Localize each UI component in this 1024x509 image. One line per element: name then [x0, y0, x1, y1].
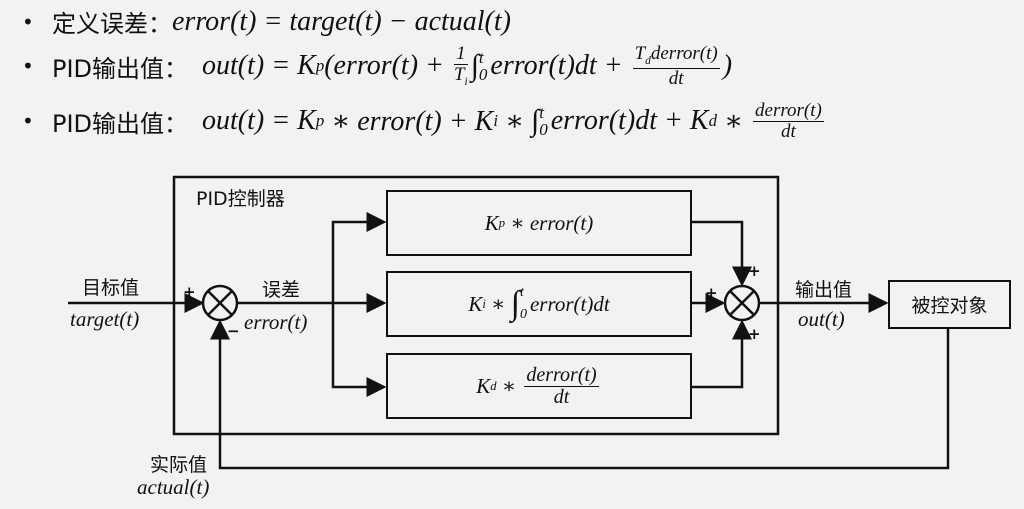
expr-part: error(t)dt [529, 291, 610, 316]
frac-den: dt [668, 67, 684, 89]
expr-sub: d [645, 54, 651, 67]
expr-part: ∗ [485, 291, 511, 316]
expr-sub: p [498, 215, 506, 230]
plant-block: 被控对象 [888, 280, 1011, 329]
expr-part: ∗ error(t) + K [324, 106, 494, 138]
bullet: • [22, 54, 34, 79]
target-expr: target(t) [70, 307, 140, 331]
integral-sign: ∫ [470, 49, 479, 83]
error-to-p-arrow [331, 212, 387, 303]
fraction: derror(t)dt [753, 101, 824, 142]
formula-label: 定义误差： [52, 10, 172, 38]
frac-num: derror(t) [524, 363, 599, 387]
formula-label: PID输出值： [52, 54, 189, 83]
sum-junction-1 [201, 284, 239, 322]
expr-sub: p [315, 111, 325, 131]
expr-part: K [484, 210, 499, 235]
expr-part: ∗ [716, 106, 751, 138]
expr-part: derror(t) [650, 43, 718, 64]
expr-part: out(t) = K [202, 105, 316, 137]
expr-part: ∗ error(t) [505, 210, 594, 235]
expr-sub: i [493, 111, 498, 131]
error-expr: error(t) [244, 310, 308, 334]
output-expr: out(t) [798, 307, 845, 331]
expr-part: K [468, 291, 483, 316]
expr-sub: d [708, 111, 717, 131]
lower: 0 [539, 120, 548, 140]
expr-part: T [453, 63, 465, 85]
expr-part: ∗ [496, 373, 522, 398]
upper: t [519, 284, 524, 300]
expr-sub: d [490, 378, 497, 393]
frac-den: dt [781, 120, 796, 142]
pid-controller-box [172, 175, 780, 436]
fraction: derror(t)dt [524, 363, 599, 408]
expr-part: out(t) = K [202, 50, 316, 82]
frac-num: derror(t) [753, 100, 824, 122]
d-to-sum-arrow [691, 319, 752, 389]
error-label: 误差 [262, 279, 301, 301]
lower: 0 [478, 65, 488, 85]
expr-part: error(t)dt + K [550, 105, 709, 137]
expr-part: ∗ [497, 106, 532, 138]
formula-error-definition: • 定义误差： error(t) = target(t) − actual(t) [22, 4, 511, 39]
sum2-bottom-plus-sign: + [748, 325, 761, 343]
actual-label: 实际值 [150, 454, 208, 476]
upper: t [539, 103, 544, 123]
sum1-minus-sign: − [227, 322, 240, 340]
sum2-left-plus-sign: + [705, 284, 718, 302]
expr-part: ) [722, 50, 733, 82]
fraction: Tdderror(t)dt [632, 43, 720, 89]
expr-part: error(t)dt + [490, 50, 630, 82]
formula-expression: error(t) = target(t) − actual(t) [172, 5, 511, 37]
expr-sub: p [315, 56, 325, 76]
upper: t [478, 48, 484, 68]
sum-junction-2 [723, 284, 761, 322]
lower: 0 [519, 307, 527, 322]
expr-sub: i [482, 296, 486, 311]
frac-num: 1 [454, 43, 468, 65]
frac-den: Ti [453, 63, 468, 89]
actual-expr: actual(t) [137, 475, 210, 499]
integral-sign: ∫ [531, 104, 540, 138]
expr-part: (error(t) + [324, 50, 451, 82]
frac-den: dt [553, 385, 570, 408]
p-to-sum-arrow [691, 220, 752, 287]
target-label: 目标值 [82, 277, 140, 299]
output-label: 输出值 [795, 279, 853, 301]
frac-num: Tdderror(t) [632, 43, 720, 69]
bullet: • [22, 109, 34, 134]
sum2-top-plus-sign: + [748, 262, 761, 280]
bullet: • [22, 9, 34, 34]
error-to-d-arrow [331, 303, 387, 397]
expr-sub: i [464, 75, 468, 88]
controller-title: PID控制器 [196, 188, 285, 210]
expr-part: K [476, 373, 491, 398]
expr-part: T [634, 43, 646, 64]
integral-sign: ∫ [510, 285, 520, 322]
feedback-arrow [210, 319, 950, 470]
formula-label: PID输出值： [52, 109, 189, 138]
sum1-plus-sign: + [183, 283, 196, 301]
